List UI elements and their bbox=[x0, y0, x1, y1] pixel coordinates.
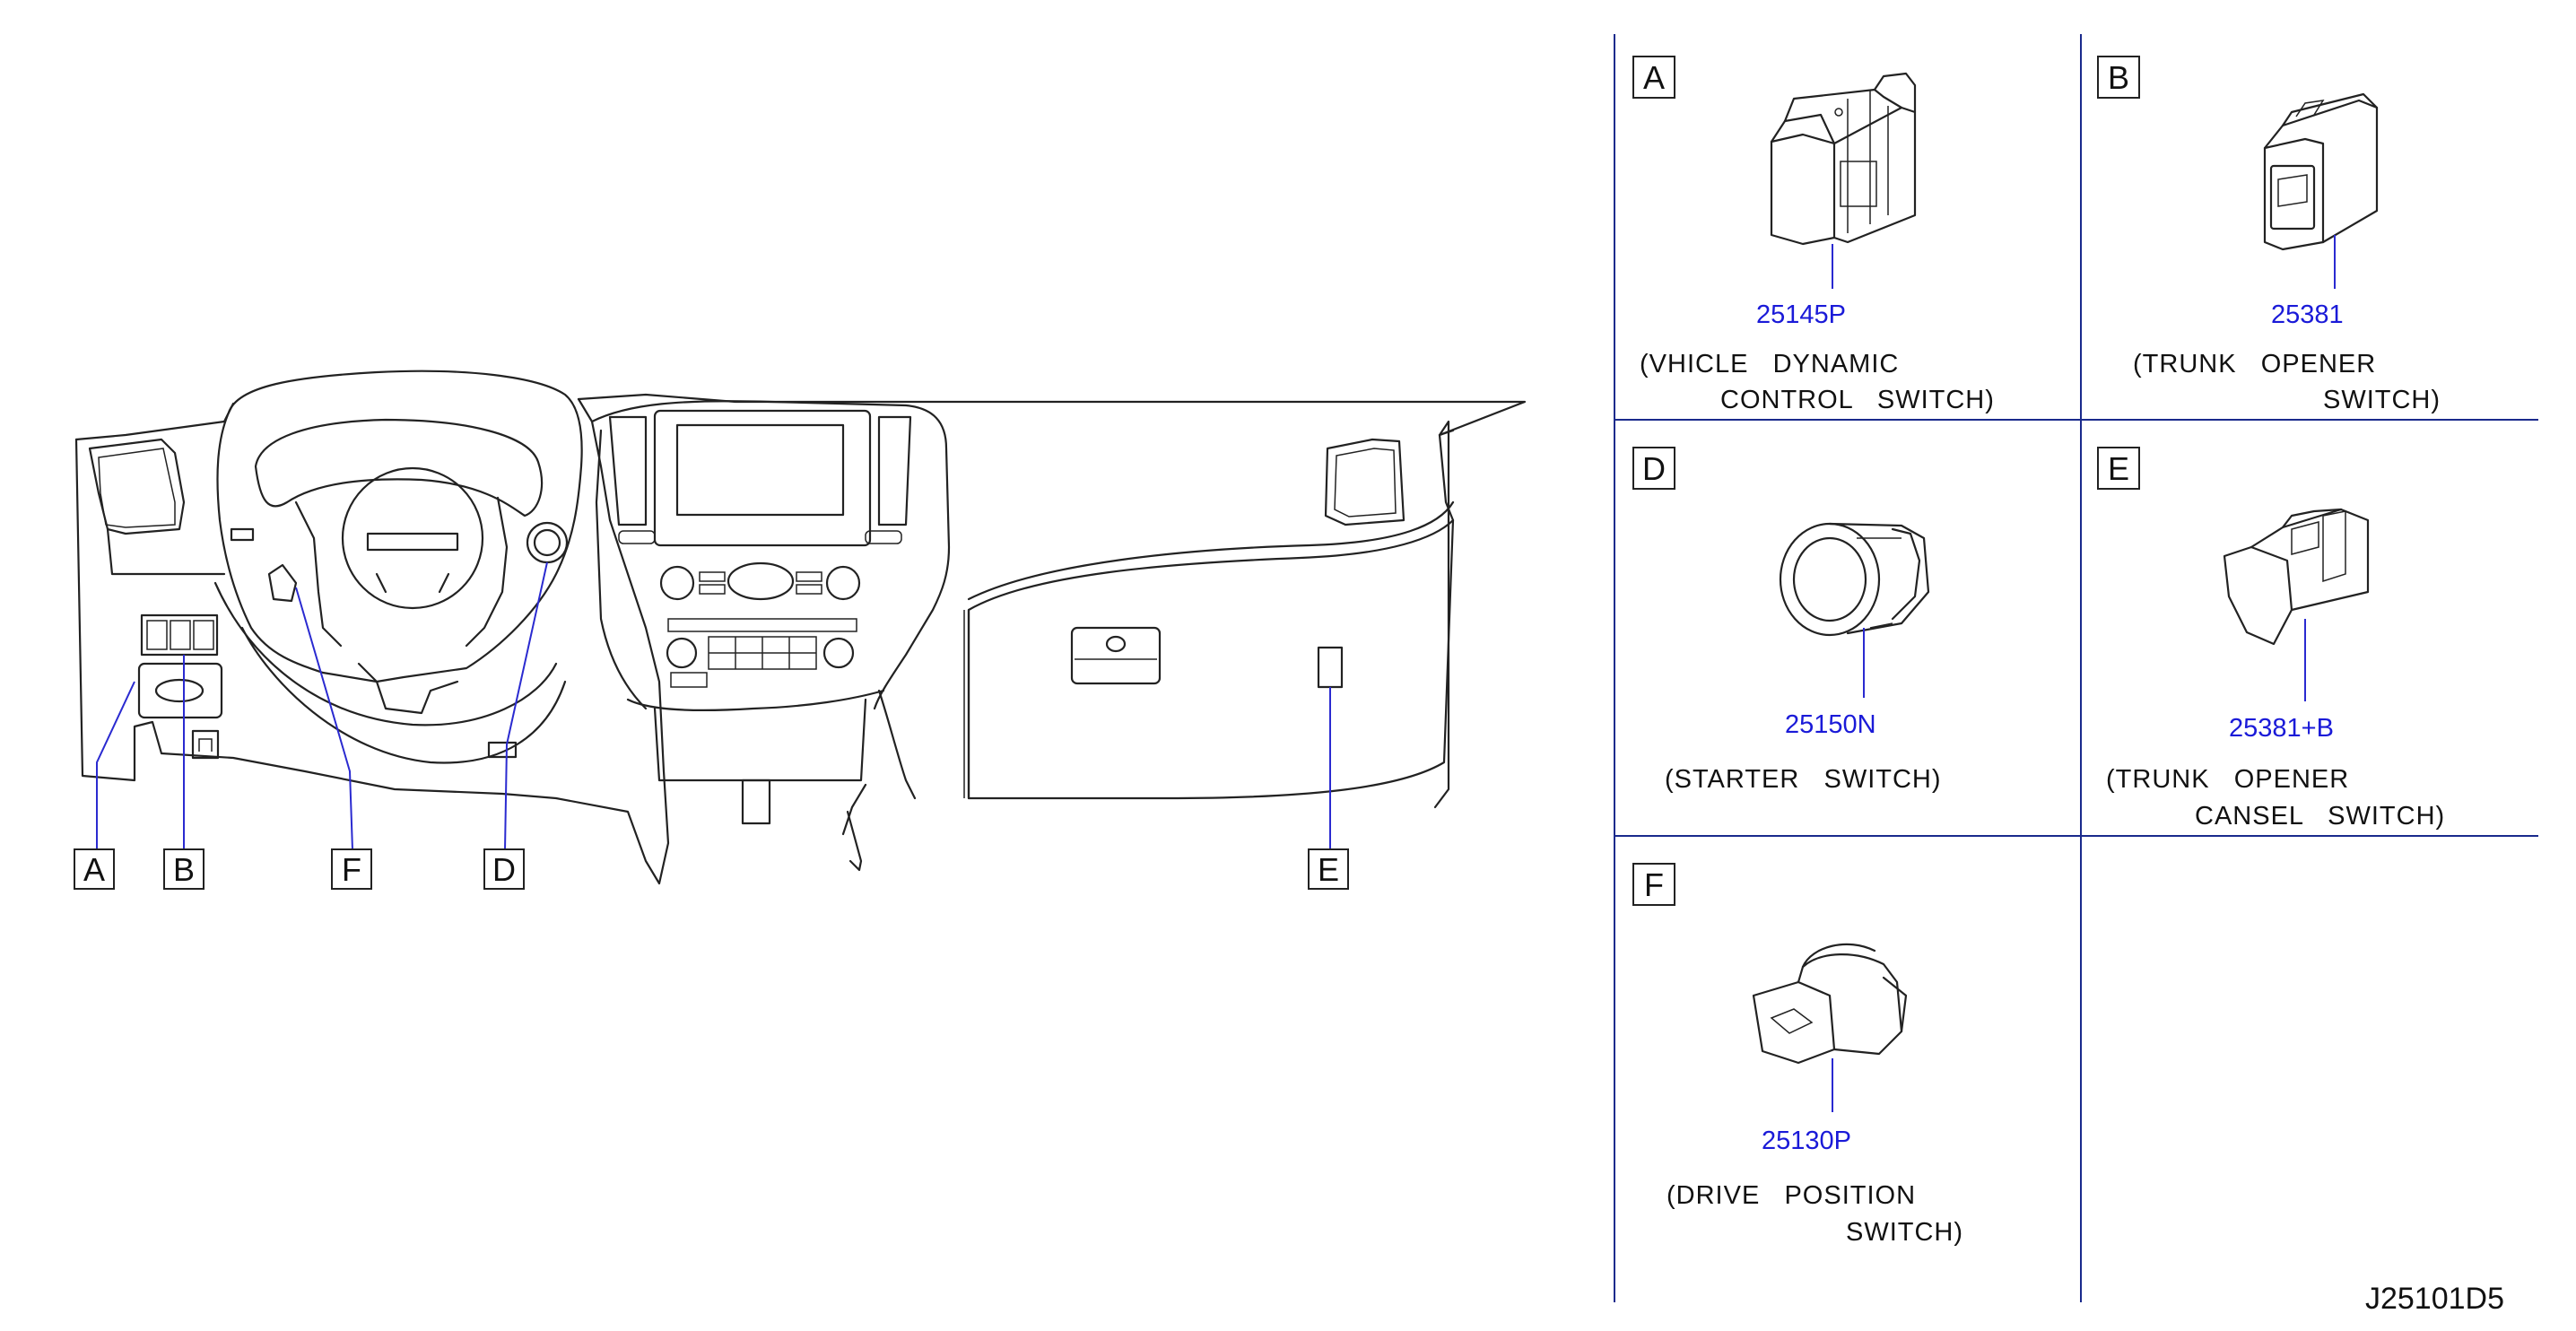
part-25130p-illustration bbox=[1752, 943, 1908, 1112]
panel-f-description-line1: (DRIVE POSITION bbox=[1667, 1181, 1917, 1210]
panel-b-letter: B bbox=[2097, 56, 2140, 99]
panel-b-description-line2: SWITCH) bbox=[2323, 386, 2441, 414]
panel-grid bbox=[1614, 34, 2538, 1302]
panel-b-part-number: 25381 bbox=[2271, 300, 2344, 329]
panel-e-letter: E bbox=[2097, 447, 2140, 490]
panel-d-letter: D bbox=[1632, 447, 1675, 490]
panel-a-description-line2: CONTROL SWITCH) bbox=[1720, 386, 1995, 414]
panel-d-description-line1: (STARTER SWITCH) bbox=[1665, 765, 1942, 794]
panel-a-letter: A bbox=[1632, 56, 1675, 99]
panel-e-part-number: 25381+B bbox=[2229, 714, 2334, 743]
panel-f-description-line2: SWITCH) bbox=[1846, 1218, 1964, 1247]
part-25150n-illustration bbox=[1779, 522, 1930, 698]
panel-a-description-line1: (VHICLE DYNAMIC bbox=[1640, 350, 1900, 378]
part-25145p-illustration bbox=[1770, 72, 1917, 289]
panel-d-part-number: 25150N bbox=[1785, 710, 1876, 739]
dashboard-drawing bbox=[74, 370, 1527, 885]
panel-e-description-line2: CANSEL SWITCH) bbox=[2195, 802, 2446, 831]
callout-a: A bbox=[74, 848, 115, 890]
drawing-code: J25101D5 bbox=[2364, 1282, 2504, 1316]
panel-b-description-line1: (TRUNK OPENER bbox=[2133, 350, 2377, 378]
panel-f-part-number: 25130P bbox=[1762, 1127, 1851, 1155]
part-25381b-illustration bbox=[2223, 508, 2370, 701]
callout-leaders bbox=[96, 561, 1331, 851]
panel-f-letter: F bbox=[1632, 863, 1675, 906]
callout-e: E bbox=[1308, 848, 1349, 890]
callout-b: B bbox=[163, 848, 205, 890]
part-25381-illustration bbox=[2263, 92, 2379, 289]
callout-d: D bbox=[483, 848, 525, 890]
panel-a-part-number: 25145P bbox=[1756, 300, 1846, 329]
panel-e-description-line1: (TRUNK OPENER bbox=[2106, 765, 2350, 794]
callout-f: F bbox=[331, 848, 372, 890]
